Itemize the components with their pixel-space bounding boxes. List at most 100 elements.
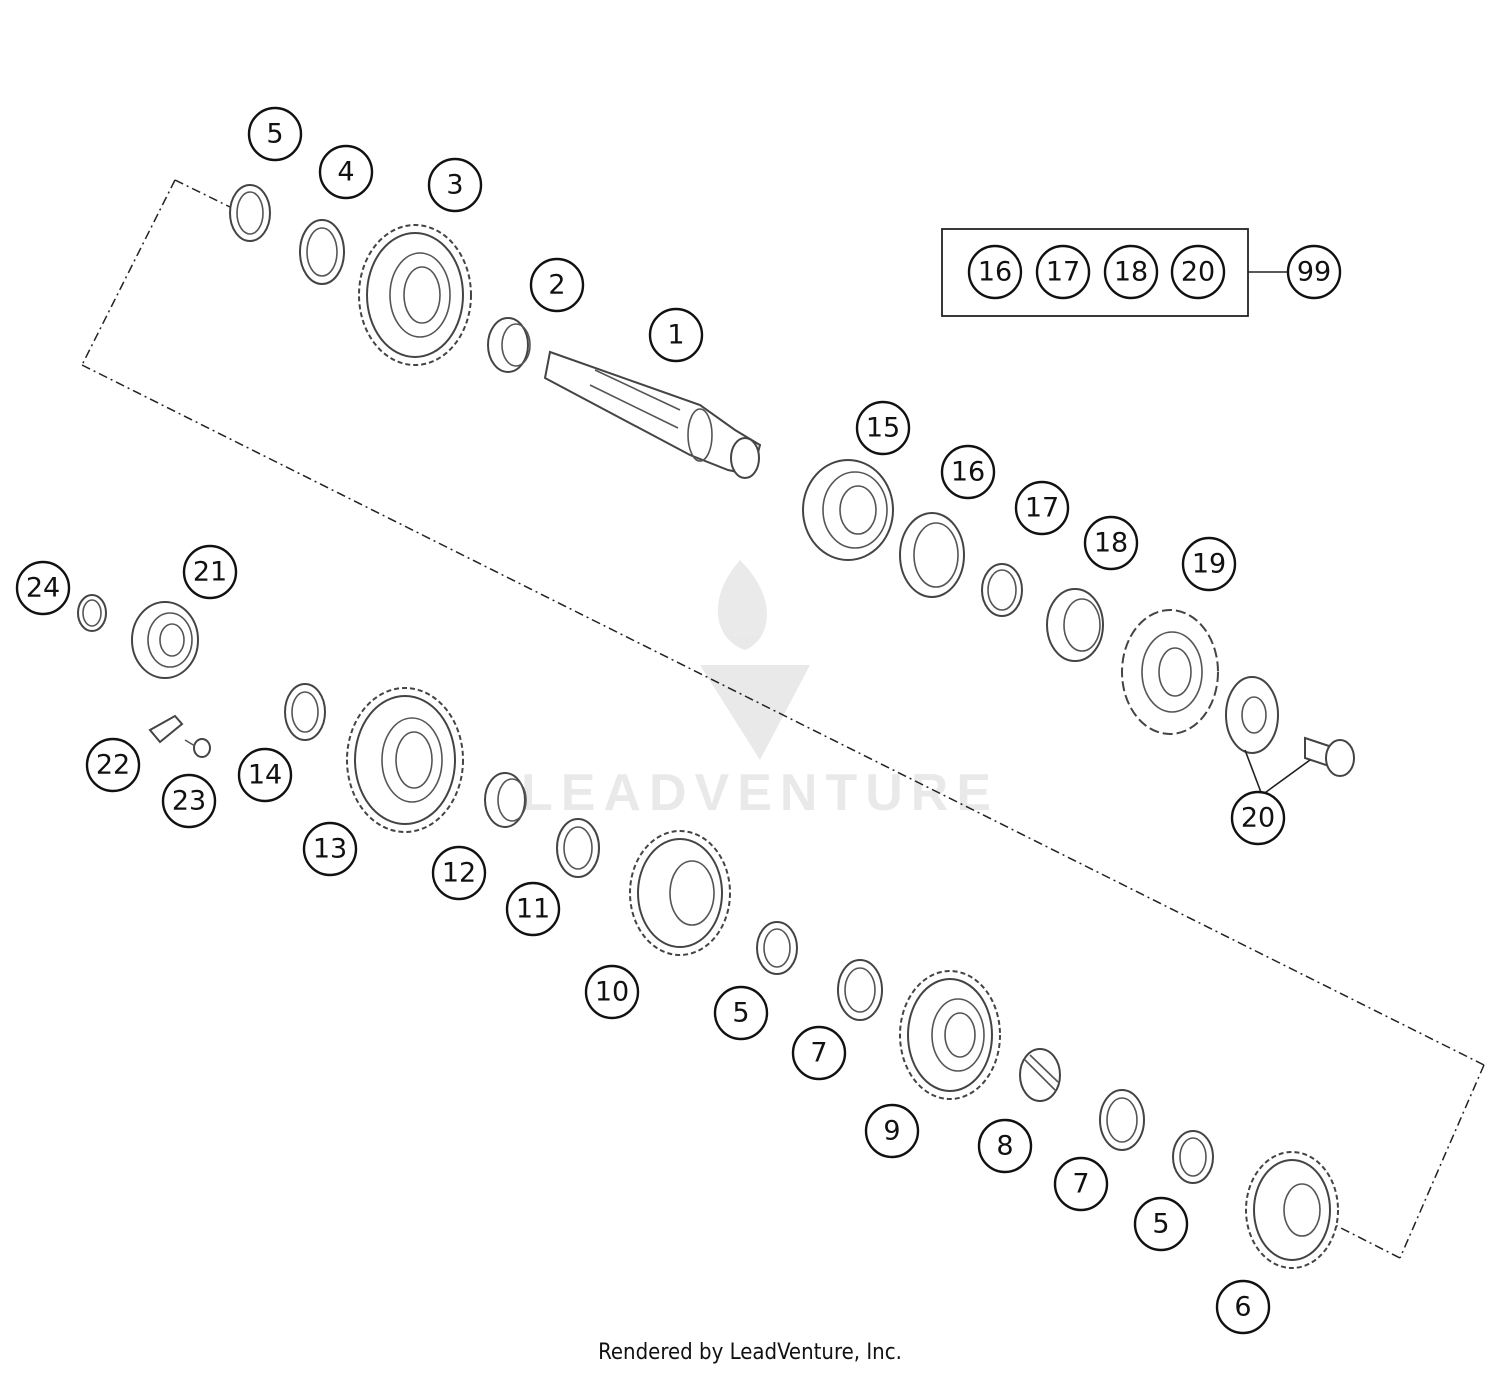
svg-text:18: 18	[1114, 257, 1148, 288]
callout-7-a: 7	[791, 1025, 847, 1081]
part-16-seal	[899, 512, 965, 598]
callout-5-top: 5	[247, 106, 303, 162]
callout-16: 16	[940, 444, 996, 500]
svg-text:22: 22	[96, 750, 130, 781]
svg-text:7: 7	[810, 1038, 827, 1069]
kit-item-18: 18	[1103, 244, 1159, 300]
svg-text:5: 5	[1152, 1209, 1169, 1240]
svg-text:16: 16	[951, 457, 985, 488]
callout-4: 4	[318, 144, 374, 200]
part-11-washer	[556, 818, 600, 878]
leader-20-b	[1261, 759, 1311, 796]
svg-text:17: 17	[1025, 493, 1059, 524]
part-24-circlip	[77, 594, 107, 632]
callout-7-b: 7	[1053, 1156, 1109, 1212]
callout-10: 10	[584, 964, 640, 1020]
svg-text:99: 99	[1297, 257, 1331, 288]
part-8-needle-bearing	[1019, 1048, 1061, 1102]
part-17-o-ring	[981, 563, 1023, 617]
svg-text:8: 8	[996, 1131, 1013, 1162]
watermark: LEADVENTURE	[521, 560, 999, 822]
kit-item-17: 17	[1035, 244, 1091, 300]
callout-2: 2	[529, 257, 585, 313]
part-20-washer	[1225, 676, 1279, 754]
leader-20-a	[1244, 749, 1263, 796]
footer-credit: Rendered by LeadVenture, Inc.	[598, 1340, 902, 1365]
part-2-bushing	[487, 317, 531, 373]
callout-5-bottom: 5	[1133, 1196, 1189, 1252]
callout-6: 6	[1215, 1279, 1271, 1335]
svg-text:19: 19	[1192, 549, 1226, 580]
part-14-washer	[284, 683, 326, 741]
callout-20: 20	[1230, 790, 1286, 846]
part-5-circlip-top	[229, 184, 271, 242]
part-20-bolt	[1304, 736, 1355, 777]
svg-text:3: 3	[446, 170, 463, 201]
svg-text:20: 20	[1241, 803, 1275, 834]
part-23-nut	[184, 738, 211, 758]
svg-text:5: 5	[732, 998, 749, 1029]
svg-text:24: 24	[26, 573, 60, 604]
callout-21: 21	[182, 544, 238, 600]
svg-text:17: 17	[1046, 257, 1080, 288]
callout-14: 14	[237, 747, 293, 803]
svg-text:16: 16	[978, 257, 1012, 288]
svg-text:18: 18	[1094, 528, 1128, 559]
svg-text:7: 7	[1072, 1169, 1089, 1200]
callout-15: 15	[855, 400, 911, 456]
part-7-washer-b	[1099, 1089, 1145, 1151]
part-19-sprocket	[1121, 609, 1219, 735]
part-12-bushing	[484, 772, 527, 828]
callout-13: 13	[302, 821, 358, 877]
callout-1: 1	[648, 307, 704, 363]
svg-text:20: 20	[1181, 257, 1215, 288]
part-9-gear	[899, 970, 1001, 1100]
svg-text:15: 15	[866, 413, 900, 444]
callout-11: 11	[505, 881, 561, 937]
svg-text:23: 23	[172, 786, 206, 817]
callout-12: 12	[431, 845, 487, 901]
part-5-circlip-mid	[756, 921, 798, 975]
part-13-gear	[346, 687, 464, 833]
kit-item-20: 20	[1170, 244, 1226, 300]
callout-3: 3	[427, 157, 483, 213]
part-5-circlip-bottom	[1172, 1130, 1214, 1184]
callout-23: 23	[161, 773, 217, 829]
kit-item-16: 16	[967, 244, 1023, 300]
svg-text:2: 2	[548, 270, 565, 301]
svg-text:14: 14	[248, 760, 282, 791]
callout-24: 24	[15, 560, 71, 616]
part-4-washer	[299, 219, 345, 285]
svg-text:4: 4	[337, 157, 354, 188]
callout-17: 17	[1014, 480, 1070, 536]
svg-text:5: 5	[266, 119, 283, 150]
part-1-main-shaft	[543, 350, 762, 479]
part-3-gear	[358, 224, 472, 366]
svg-text:13: 13	[313, 834, 347, 865]
part-21-bearing	[131, 601, 199, 679]
kit-number-99: 99	[1286, 244, 1342, 300]
callout-19: 19	[1181, 536, 1237, 592]
callout-9: 9	[864, 1103, 920, 1159]
svg-text:6: 6	[1234, 1292, 1251, 1323]
svg-text:12: 12	[442, 858, 476, 889]
watermark-text: LEADVENTURE	[521, 764, 999, 822]
assembly-guide-lines	[81, 179, 1485, 1259]
svg-text:11: 11	[516, 894, 550, 925]
svg-text:1: 1	[667, 320, 684, 351]
part-7-washer-a	[837, 959, 883, 1021]
part-22-pin	[148, 714, 184, 744]
svg-text:10: 10	[595, 977, 629, 1008]
callout-22: 22	[85, 737, 141, 793]
svg-text:9: 9	[883, 1116, 900, 1147]
part-18-spacer	[1046, 588, 1104, 662]
part-6-gear	[1245, 1151, 1339, 1269]
part-15-bearing	[802, 459, 894, 561]
callout-8: 8	[977, 1118, 1033, 1174]
part-10-gear	[629, 830, 731, 956]
kit-box: 16 17 18 20 99	[941, 228, 1342, 317]
callout-5-mid: 5	[713, 985, 769, 1041]
svg-text:21: 21	[193, 557, 227, 588]
callout-18: 18	[1083, 515, 1139, 571]
